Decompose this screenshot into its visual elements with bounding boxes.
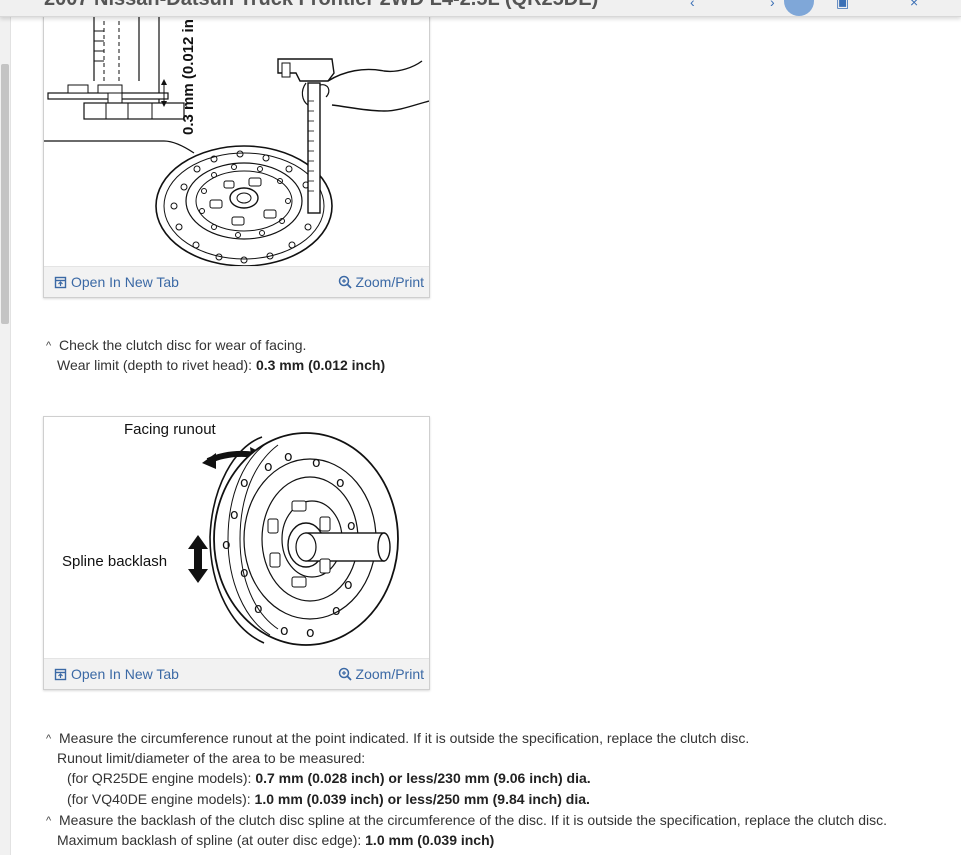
svg-text:o: o [264, 459, 273, 475]
svg-text:o: o [312, 455, 321, 471]
figure-clutch-wear: 0.3 mm (0.012 in [43, 0, 430, 298]
svg-text:o: o [222, 537, 231, 553]
svg-text:o: o [240, 565, 249, 581]
facing-runout-label: Facing runout [124, 421, 217, 438]
zoom-print-link[interactable]: Zoom/Print [338, 666, 424, 682]
runout-vq40de-label: (for VQ40DE engine models): [67, 791, 251, 807]
step-marker: ^ [46, 815, 52, 827]
spline-backlash-label: Spline backlash [62, 553, 167, 570]
runout-qr25de-line: (for QR25DE engine models): 0.7 mm (0.02… [67, 768, 591, 788]
svg-text:o: o [240, 475, 249, 491]
new-tab-icon [54, 668, 67, 680]
page-header: 2007 Nissan-Datsun Truck Frontier 2WD L4… [0, 0, 961, 17]
page-title: 2007 Nissan-Datsun Truck Frontier 2WD L4… [44, 0, 598, 11]
open-in-new-tab-link[interactable]: Open In New Tab [54, 274, 179, 290]
scrollbar[interactable] [0, 16, 11, 855]
svg-text:o: o [347, 518, 356, 534]
step-check-facing: Check the clutch disc for wear of facing… [59, 337, 307, 353]
svg-text:o: o [336, 475, 345, 491]
avatar[interactable] [784, 0, 814, 16]
runout-vq40de-line: (for VQ40DE engine models): 1.0 mm (0.03… [67, 789, 590, 809]
runout-qr25de-label: (for QR25DE engine models): [67, 770, 252, 786]
svg-text:o: o [284, 449, 293, 465]
new-tab-icon [54, 276, 67, 288]
zoom-icon [338, 275, 352, 289]
wear-annotation: 0.3 mm (0.012 in [180, 19, 197, 135]
nav-forward-icon[interactable]: › [770, 0, 775, 10]
nav-back-icon[interactable]: ‹ [690, 0, 695, 10]
open-in-new-tab-link[interactable]: Open In New Tab [54, 666, 179, 682]
svg-text:o: o [332, 603, 341, 619]
svg-text:o: o [280, 623, 289, 639]
step-marker: ^ [46, 733, 52, 745]
zoom-print-link[interactable]: Zoom/Print [338, 274, 424, 290]
svg-text:o: o [230, 507, 239, 523]
backlash-limit-line: Maximum backlash of spline (at outer dis… [57, 830, 494, 850]
svg-text:o: o [344, 577, 353, 593]
wear-limit-label: Wear limit (depth to rivet head): [57, 357, 253, 373]
step-marker: ^ [46, 340, 52, 352]
zoom-print-label: Zoom/Print [355, 666, 424, 682]
wear-limit-value: 0.3 mm (0.012 inch) [255, 357, 386, 373]
scrollbar-thumb[interactable] [1, 64, 9, 324]
zoom-icon [338, 667, 352, 681]
runout-qr25de-value: 0.7 mm (0.028 inch) or less/230 mm (9.06… [255, 770, 591, 786]
wear-limit-line: Wear limit (depth to rivet head): 0.3 mm… [57, 355, 385, 375]
svg-text:o: o [254, 601, 263, 617]
step-runout: Measure the circumference runout at the … [59, 730, 750, 746]
figure-footer: Open In New Tab Zoom/Print [44, 266, 429, 297]
zoom-print-label: Zoom/Print [355, 274, 424, 290]
open-in-new-tab-label: Open In New Tab [71, 666, 179, 682]
svg-text:o: o [306, 625, 315, 641]
figure-footer: Open In New Tab Zoom/Print [44, 658, 429, 689]
close-icon[interactable]: × [910, 0, 919, 10]
runout-vq40de-value: 1.0 mm (0.039 inch) or less/250 mm (9.84… [254, 791, 590, 807]
backlash-limit-label: Maximum backlash of spline (at outer dis… [57, 832, 362, 848]
backlash-limit-value: 1.0 mm (0.039 inch) [365, 832, 495, 848]
step-backlash: Measure the backlash of the clutch disc … [59, 812, 887, 828]
clutch-wear-illustration: 0.3 mm (0.012 in [44, 1, 429, 267]
open-in-new-tab-label: Open In New Tab [71, 274, 179, 290]
runout-limit-label: Runout limit/diameter of the area to be … [57, 750, 366, 766]
add-to-list-icon[interactable]: ▣ [836, 0, 850, 10]
